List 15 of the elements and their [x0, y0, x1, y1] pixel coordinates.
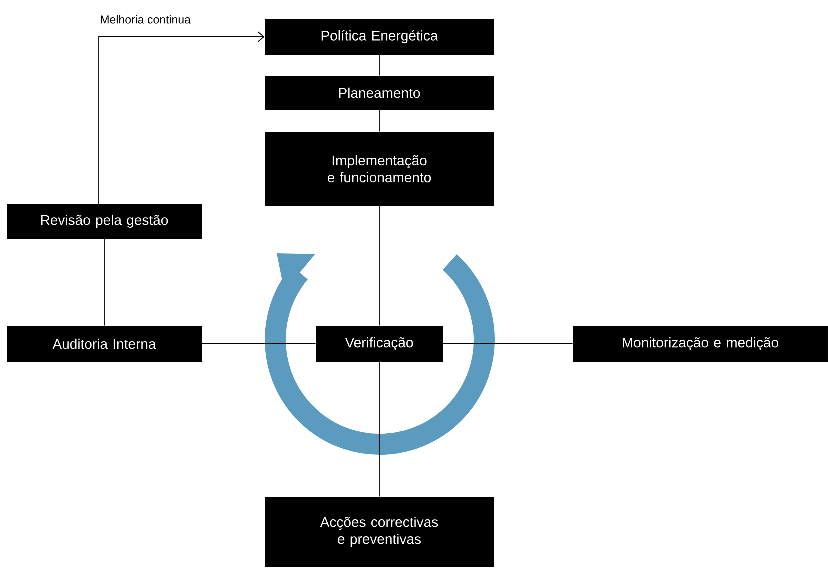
connector-line	[379, 54, 380, 76]
process-box: Política Energética	[265, 19, 494, 55]
edge-label: Melhoria continua	[99, 14, 192, 25]
connector-line	[379, 206, 380, 326]
process-box: Planeamento	[265, 76, 494, 110]
process-box: Revisão pela gestão	[7, 204, 202, 239]
process-box: Acções correctivas e preventivas	[265, 496, 494, 567]
process-box: Auditoria Interna	[7, 326, 202, 362]
connector-line	[379, 362, 380, 498]
connector-line	[98, 32, 265, 204]
process-box: Verificação	[316, 326, 443, 362]
connector-line	[104, 238, 105, 326]
process-box: Implementação e funcionamento	[265, 132, 494, 206]
process-box: Monitorização e medição	[573, 326, 828, 362]
connector-line	[379, 110, 380, 132]
